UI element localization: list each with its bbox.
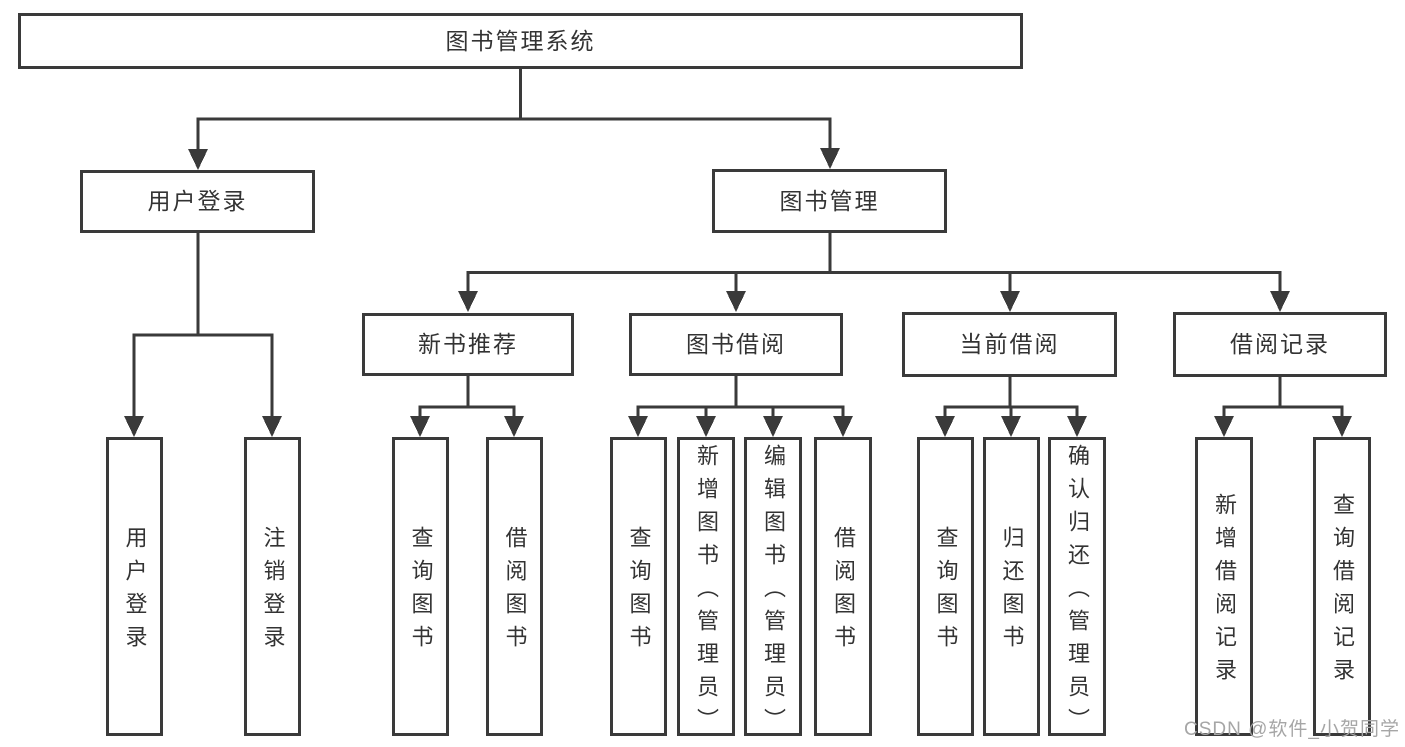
leaf-label: 归还图书 — [999, 526, 1025, 658]
leaf-label: 编辑图书（管理员） — [761, 443, 786, 741]
node-user-login-group: 用户登录 — [80, 170, 315, 233]
leaf-label: 借阅图书 — [831, 526, 856, 658]
leaf-label: 借阅图书 — [502, 526, 528, 658]
leaf-bb-query-books: 查询图书 — [610, 437, 667, 736]
node-book-management: 图书管理 — [712, 169, 947, 233]
leaf-user-login: 用户登录 — [106, 437, 163, 736]
leaf-label: 查询图书 — [933, 526, 959, 658]
watermark: CSDN @软件_小贺同学 — [1184, 719, 1400, 740]
node-borrow-records: 借阅记录 — [1173, 312, 1387, 377]
node-library-management-system: 图书管理系统 — [18, 13, 1023, 69]
leaf-nbr-query-books: 查询图书 — [392, 437, 449, 736]
leaf-bb-borrow-books: 借阅图书 — [814, 437, 872, 736]
leaf-label: 确认归还（管理员） — [1065, 443, 1090, 741]
node-label: 用户登录 — [147, 188, 248, 214]
leaf-cb-query-books: 查询图书 — [917, 437, 974, 736]
leaf-nbr-borrow-books: 借阅图书 — [486, 437, 543, 736]
leaf-label: 注销登录 — [260, 526, 286, 658]
node-new-book-recommend: 新书推荐 — [362, 313, 574, 376]
node-label: 图书借阅 — [686, 331, 786, 357]
leaf-label: 查询图书 — [626, 526, 652, 658]
node-label: 借阅记录 — [1230, 331, 1330, 357]
leaf-logout: 注销登录 — [244, 437, 301, 736]
leaf-label: 查询借阅记录 — [1330, 493, 1355, 691]
leaf-label: 新增借阅记录 — [1212, 493, 1237, 691]
leaf-label: 新增图书（管理员） — [694, 443, 719, 741]
leaf-br-add-record: 新增借阅记录 — [1195, 437, 1253, 736]
node-book-borrow: 图书借阅 — [629, 313, 843, 376]
node-label: 新书推荐 — [418, 331, 518, 357]
leaf-bb-add-books-admin: 新增图书（管理员） — [677, 437, 735, 741]
leaf-label: 查询图书 — [408, 526, 434, 658]
node-label: 当前借阅 — [959, 331, 1060, 357]
leaf-label: 用户登录 — [122, 526, 148, 658]
node-label: 图书管理系统 — [445, 27, 596, 54]
node-label: 图书管理 — [779, 187, 880, 214]
leaf-bb-edit-books-admin: 编辑图书（管理员） — [744, 437, 802, 741]
leaf-br-query-record: 查询借阅记录 — [1313, 437, 1371, 736]
leaf-cb-return-books: 归还图书 — [983, 437, 1040, 736]
leaf-cb-confirm-return-admin: 确认归还（管理员） — [1048, 437, 1106, 741]
node-current-borrow: 当前借阅 — [902, 312, 1117, 377]
